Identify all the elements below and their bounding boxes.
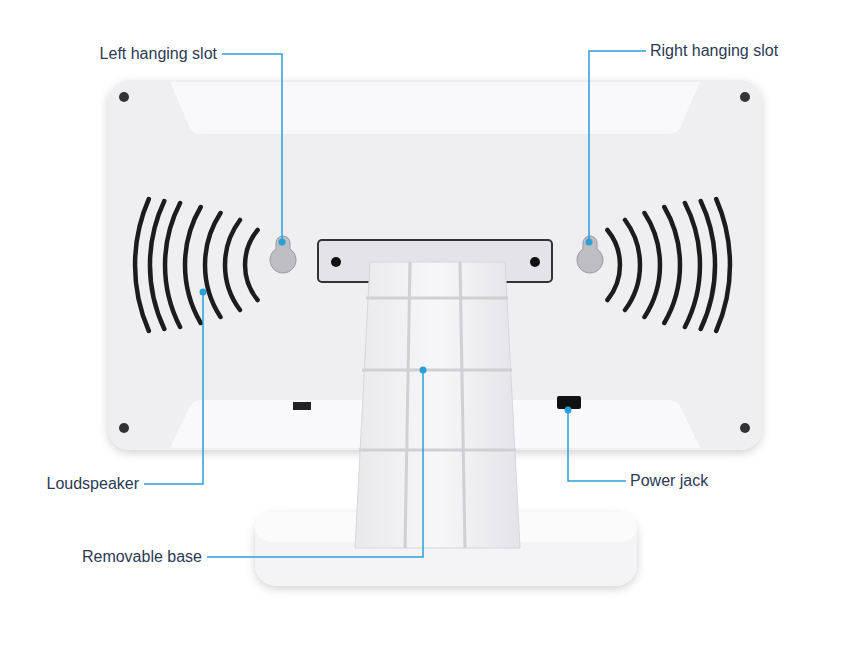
part-label: Right hanging slot (650, 41, 778, 61)
stand-column (355, 262, 520, 548)
part-label: Removable base (82, 547, 202, 567)
part-label: Loudspeaker (46, 474, 139, 494)
leader-dot (200, 239, 593, 414)
part-label: Left hanging slot (100, 44, 217, 64)
leader-lines (144, 51, 646, 557)
part-label: Power jack (630, 471, 708, 491)
